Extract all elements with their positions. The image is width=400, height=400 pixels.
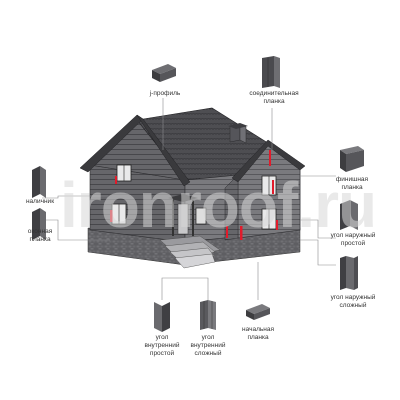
red-highlights [110, 150, 278, 240]
nalichnik-icon [32, 166, 46, 198]
inner-corner-simple-icon [154, 302, 170, 332]
label-finish-strip: финишная планка [335, 176, 369, 191]
label-nalichnik: наличник [25, 198, 55, 205]
j-profile-icon [152, 64, 176, 82]
label-joining-strip: соединительная планка [249, 90, 299, 105]
inner-corner-complex-icon [200, 300, 216, 330]
label-starter-strip: начальная планка [242, 326, 274, 341]
outer-corner-simple-icon [340, 200, 358, 230]
finish-strip-icon [340, 146, 364, 172]
outer-corner-complex-icon [340, 256, 358, 290]
label-inner-corner-complex: угол внутренний сложный [190, 334, 226, 357]
porch [159, 194, 221, 269]
window-right-small [195, 207, 207, 225]
window-strip-icon [32, 208, 46, 240]
label-inner-corner-simple: угол внутренний простой [144, 334, 180, 357]
leader-lines [42, 98, 336, 300]
profile-samples [32, 56, 364, 332]
label-window-strip: оконная планка [27, 228, 53, 243]
joining-strip-icon [262, 56, 280, 88]
label-outer-corner-simple: угол наружный простой [330, 232, 376, 247]
starter-strip-icon [246, 304, 270, 320]
label-outer-corner-complex: угол наружный сложный [330, 294, 376, 309]
chimney [228, 123, 248, 144]
label-j-profile: j-профиль [149, 90, 181, 97]
